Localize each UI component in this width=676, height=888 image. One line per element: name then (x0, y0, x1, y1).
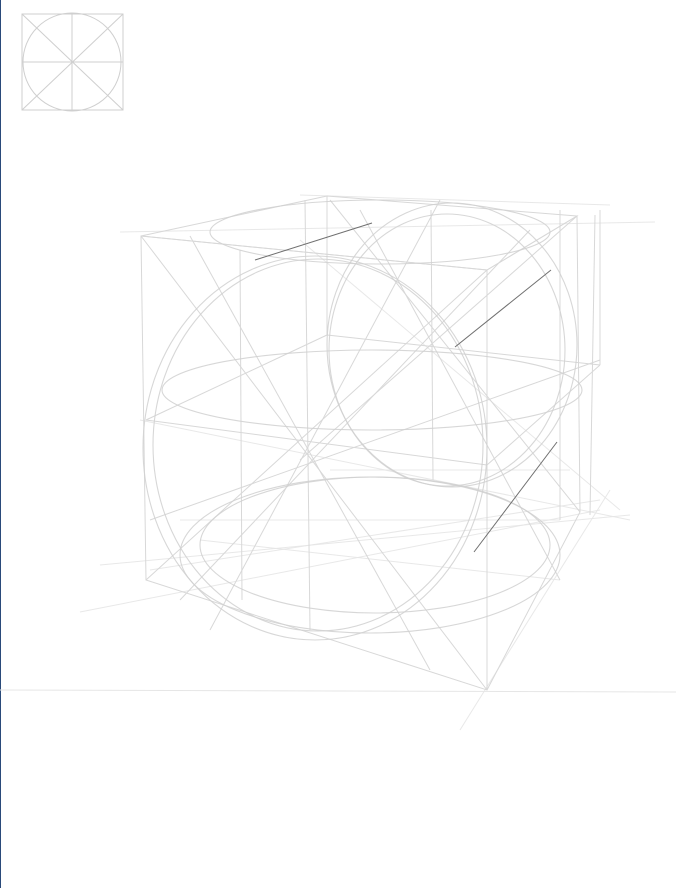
cube-diagonal (209, 199, 441, 631)
emphasis-stroke (254, 222, 373, 261)
emphasis-strokes (254, 222, 558, 553)
cube-diagonal (359, 209, 561, 581)
mid-ellipse (161, 349, 583, 431)
cube-vertical-guide (239, 249, 243, 601)
cube-diagonal (299, 215, 578, 461)
guide-line (199, 539, 561, 581)
cube-diagonal (140, 235, 488, 691)
front-circle (142, 255, 488, 641)
cube-wireframe (140, 195, 601, 691)
guide-line (79, 509, 601, 613)
horizon-line (0, 689, 676, 693)
cube-diagonal (145, 269, 488, 581)
side-circle-retrace (328, 213, 566, 487)
guide-line (299, 239, 621, 511)
perspective-guides (79, 194, 656, 731)
circle-in-square-icon (21, 12, 124, 112)
cube-diagonal (179, 229, 531, 601)
emphasis-stroke (454, 269, 552, 348)
cube-mid-line (145, 419, 488, 466)
cube-vertical-guide (304, 199, 311, 631)
cube-right-face (486, 215, 581, 691)
guide-line (459, 489, 611, 731)
bottom-ellipse-retrace (199, 476, 551, 614)
cube-vertical-guide (430, 209, 434, 481)
cube-diagonal (149, 359, 601, 521)
cube-hidden-edge (145, 334, 328, 421)
guide-line (149, 499, 601, 571)
window-left-edge (0, 0, 1, 888)
cube-vertical-guide (589, 214, 596, 516)
front-circle-retrace (152, 258, 484, 632)
guide-line (119, 221, 656, 233)
guide-line (99, 514, 631, 566)
cube-hidden-edge (486, 364, 601, 466)
side-circle (326, 202, 578, 488)
thumbnail-diagonal-b (21, 13, 124, 111)
top-ellipse (209, 199, 551, 265)
cube-diagonal (189, 235, 431, 671)
guide-line (299, 194, 611, 206)
cube-diagonal (329, 199, 581, 513)
emphasis-stroke (473, 441, 558, 553)
inscribed-ellipses (142, 199, 583, 641)
